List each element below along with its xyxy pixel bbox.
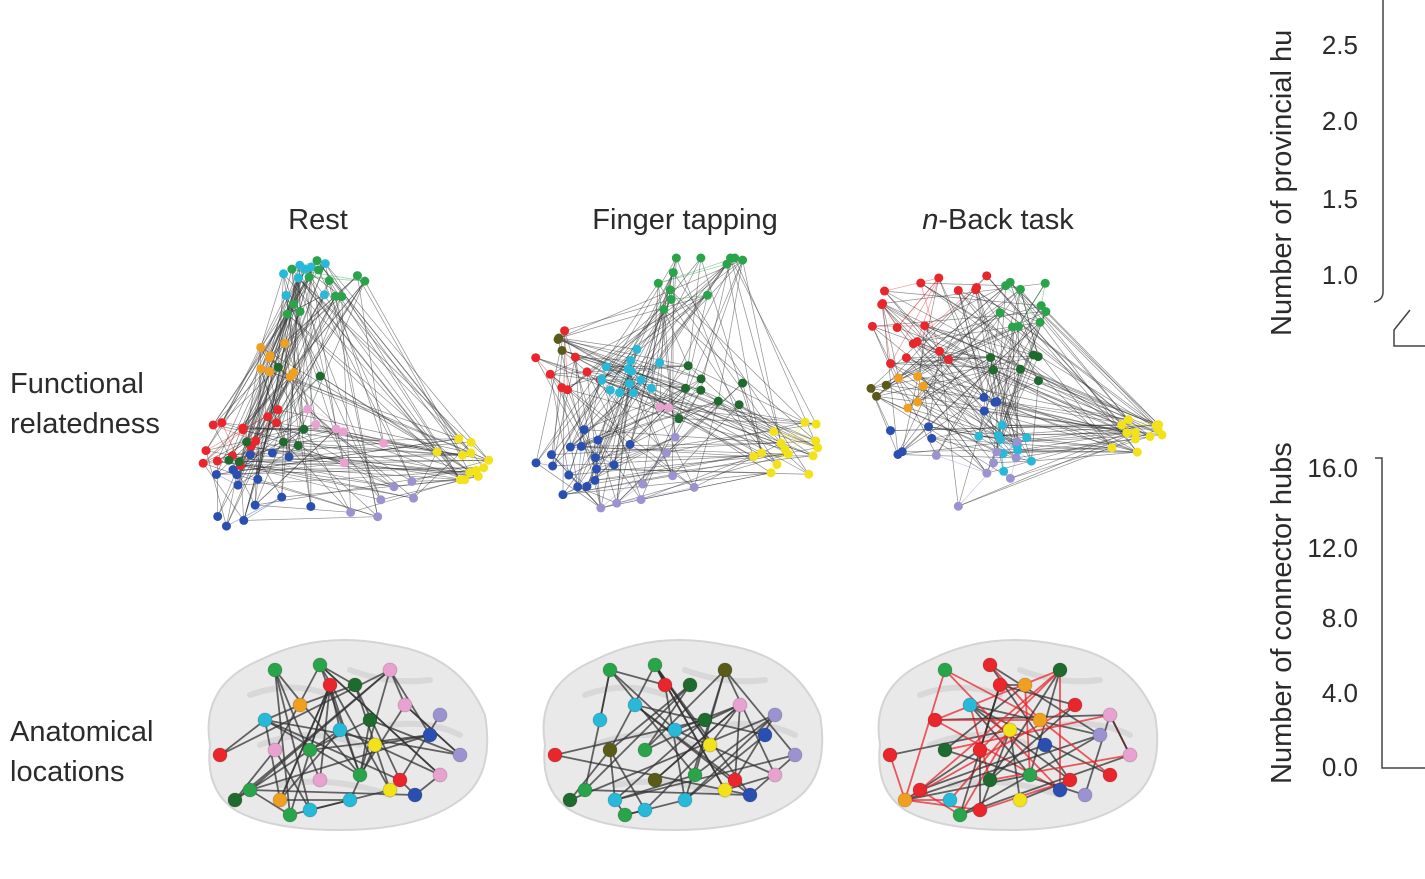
row-label-anatomical: Anatomical locations [10, 712, 153, 792]
tick-top-2: 1.5 [1321, 184, 1358, 214]
tick-bottom-1: 12.0 [1307, 533, 1358, 563]
anatomical-brain-rest [207, 639, 489, 832]
tick-bottom-3: 4.0 [1321, 678, 1358, 708]
functional-network-rest [198, 256, 494, 531]
anatomical-brain-finger-tapping [542, 639, 824, 832]
anatomical-brain-n-back [877, 639, 1159, 832]
tick-bottom-0: 16.0 [1307, 453, 1358, 483]
tick-top-1: 2.0 [1321, 106, 1358, 136]
column-title-rest: Rest [288, 204, 348, 236]
row-label-functional-line2: relatedness [10, 408, 160, 440]
row-label-functional: Functional relatedness [10, 364, 160, 444]
functional-network-n-back [866, 271, 1167, 511]
connector-hubs-axis [1375, 457, 1425, 769]
row-label-functional-line1: Functional [10, 368, 144, 400]
tick-top-3: 1.0 [1321, 260, 1358, 290]
row-label-anatomical-line1: Anatomical [10, 716, 154, 748]
axis-title-connector-hubs: Number of connector hubs [1266, 442, 1298, 784]
functional-network-finger-tapping [531, 253, 823, 513]
row-label-anatomical-line2: locations [10, 756, 125, 788]
tick-bottom-2: 8.0 [1321, 603, 1358, 633]
axis-title-provincial-hubs: Number of provincial hu [1266, 29, 1298, 336]
tick-bottom-4: 0.0 [1321, 752, 1358, 782]
provincial-hubs-axis [1373, 0, 1425, 347]
column-title-n-back: n-Back task [868, 204, 1128, 237]
n-back-italic-n: n [922, 204, 939, 236]
n-back-title-rest: -Back task [938, 204, 1074, 236]
column-title-finger-tapping: Finger tapping [592, 204, 778, 236]
tick-top-0: 2.5 [1321, 30, 1358, 60]
